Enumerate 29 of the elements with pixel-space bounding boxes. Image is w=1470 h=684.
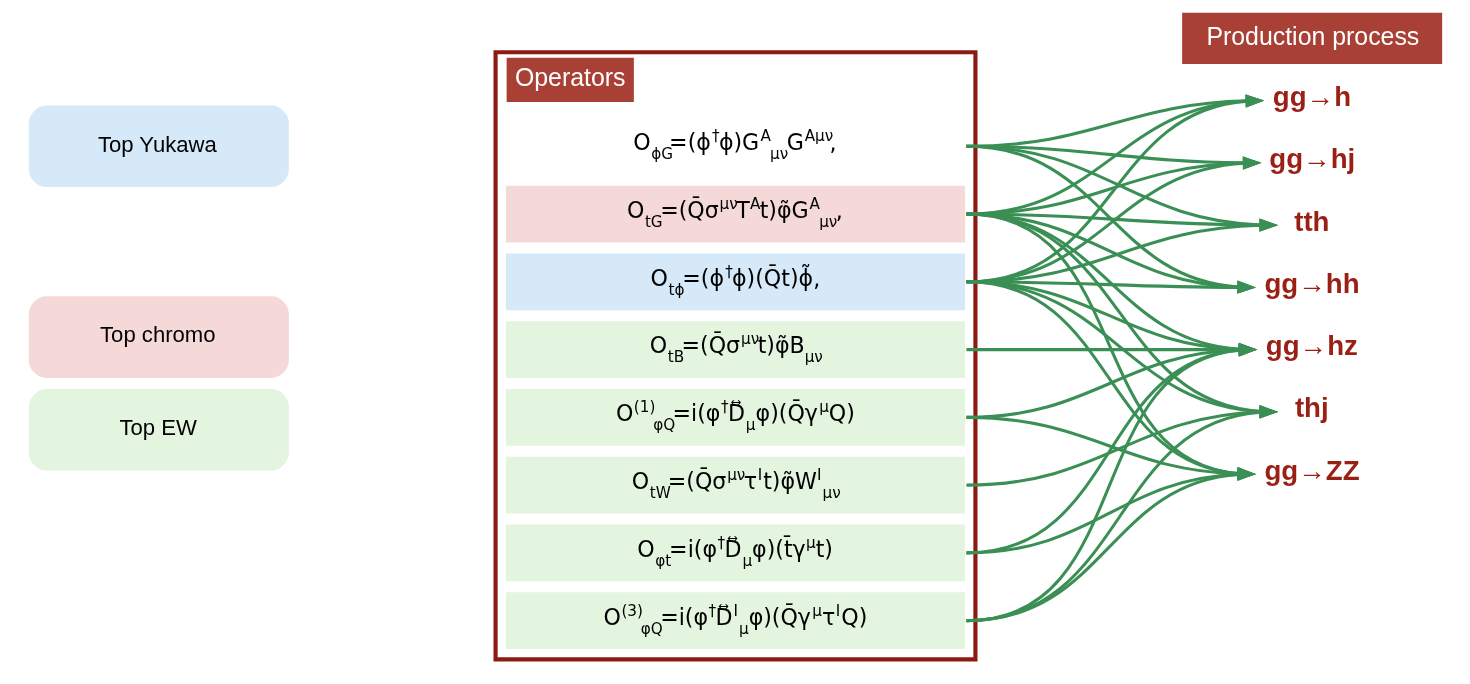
node-text: O$_{ϕG}$=(ϕ$^{†}$ϕ)G$^{A}$$_{μν}$G$^{Aμν}$, (632, 127, 837, 164)
node-box: Top EW (28, 389, 289, 471)
node-box: Top chromo (28, 296, 289, 378)
arrow (965, 343, 1257, 357)
node-text: tth (1293, 205, 1329, 237)
node-box: Production process (1181, 12, 1442, 65)
arrow (965, 280, 1278, 418)
node-text: gg→hj (1268, 143, 1355, 175)
node-text: thj (1294, 392, 1329, 424)
arrow (965, 212, 1257, 356)
node-text: gg→h (1272, 81, 1351, 113)
node-box: O$_{tB}$=(Q̄σ$^{μν}$t)φ̃B$_{μν}$ (505, 321, 965, 378)
arrow (965, 144, 1256, 294)
node-text: gg→hz (1265, 330, 1358, 362)
node-box: O$_{φt}$=i(φ$^{†}$D⃡$_{μ}$φ)(t̄γ$^{μ}$t) (505, 524, 965, 582)
node-box: O$_{tϕ}$=(ϕ$^{†}$ϕ)(Q̄t)ϕ̃, (505, 253, 965, 311)
arrow (965, 343, 1257, 419)
node-box: O$^{(3)}$$_{φQ}$=i(φ$^{†}$D⃡$^{I}$$_{μ}$φ)(Q̄γ$^{μ}$τ$^{I}$Q) (505, 592, 965, 649)
node-box: O$^{(1)}$$_{φQ}$=i(φ$^{†}$D⃡$_{μ}$φ)(Q̄γ$^{μ}$Q) (505, 389, 965, 446)
arrow (965, 212, 1278, 418)
node-box: Top Yukawa (28, 105, 289, 188)
arrow (965, 405, 1278, 487)
arrow (965, 94, 1264, 284)
arrow (965, 280, 1257, 356)
node-text: gg→hh (1263, 267, 1360, 299)
arrow (965, 405, 1278, 623)
arrow (965, 94, 1264, 216)
node-text: gg→ZZ (1263, 454, 1360, 486)
node-box: O$_{tG}$=(Q̄σ$^{μν}$T$^{A}$t)φ̃G$^{A}$$_{μν}$, (505, 185, 965, 243)
